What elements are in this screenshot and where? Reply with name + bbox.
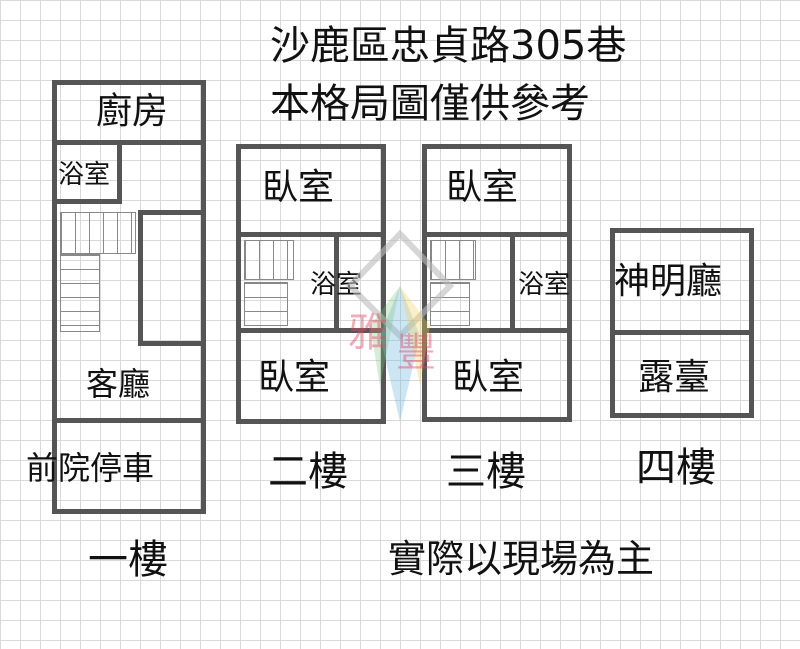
floor-1-closet [138,210,206,346]
footer-note: 實際以現場為主 [388,537,655,581]
floor-3-label: 三樓 [446,449,526,495]
floor-4-terrace-label: 露臺 [638,357,711,398]
floor-1-kitchen-wall [52,140,206,145]
floor-1-kitchen-label: 廚房 [96,91,169,132]
floor-1-stairs-upper [60,212,136,254]
floor-3-bath-wall [510,232,515,330]
floor-4-label: 四樓 [636,445,716,491]
floor-2-bedroom-top-label: 臥室 [262,167,335,208]
floor-1-living-label: 客廳 [86,365,151,403]
floor-2-bath-label: 浴室 [310,270,363,300]
floor-1-bath-room [52,140,122,204]
floor-3-stairs-upper [430,240,476,280]
floor-2-stairs-lower [244,282,288,326]
floor-2-label: 二樓 [268,449,348,495]
floor-2-bedroom-bottom-wall [236,328,386,333]
floor-4-outline [610,228,754,418]
address-title: 沙鹿區忠貞路305巷 [270,23,627,69]
floor-1-label: 一樓 [88,537,168,583]
floor-1-bath-label: 浴室 [58,160,111,190]
disclaimer-title: 本格局圖僅供參考 [270,81,590,127]
floor-4-shrine-wall [610,330,754,335]
floor-2-stairs-upper [244,240,294,280]
floor-2-bedroom-bottom-label: 臥室 [258,357,331,398]
floor-1-front-label: 前院停車 [26,449,155,487]
floor-4-shrine-label: 神明廳 [614,261,723,302]
floor-2-bath-wall [334,232,339,330]
floor-2-bedroom-top-wall [236,232,386,237]
floor-1-living-wall [52,418,206,423]
floor-3-bedroom-bottom-wall [422,328,572,333]
floor-3-bath-label: 浴室 [518,270,571,300]
floor-1-stairs-lower [60,254,100,332]
floor-3-bedroom-bottom-label: 臥室 [452,357,525,398]
floor-3-bedroom-top-label: 臥室 [446,167,519,208]
floor-3-stairs-lower [430,282,470,326]
floor-3-bedroom-top-wall [422,232,572,237]
